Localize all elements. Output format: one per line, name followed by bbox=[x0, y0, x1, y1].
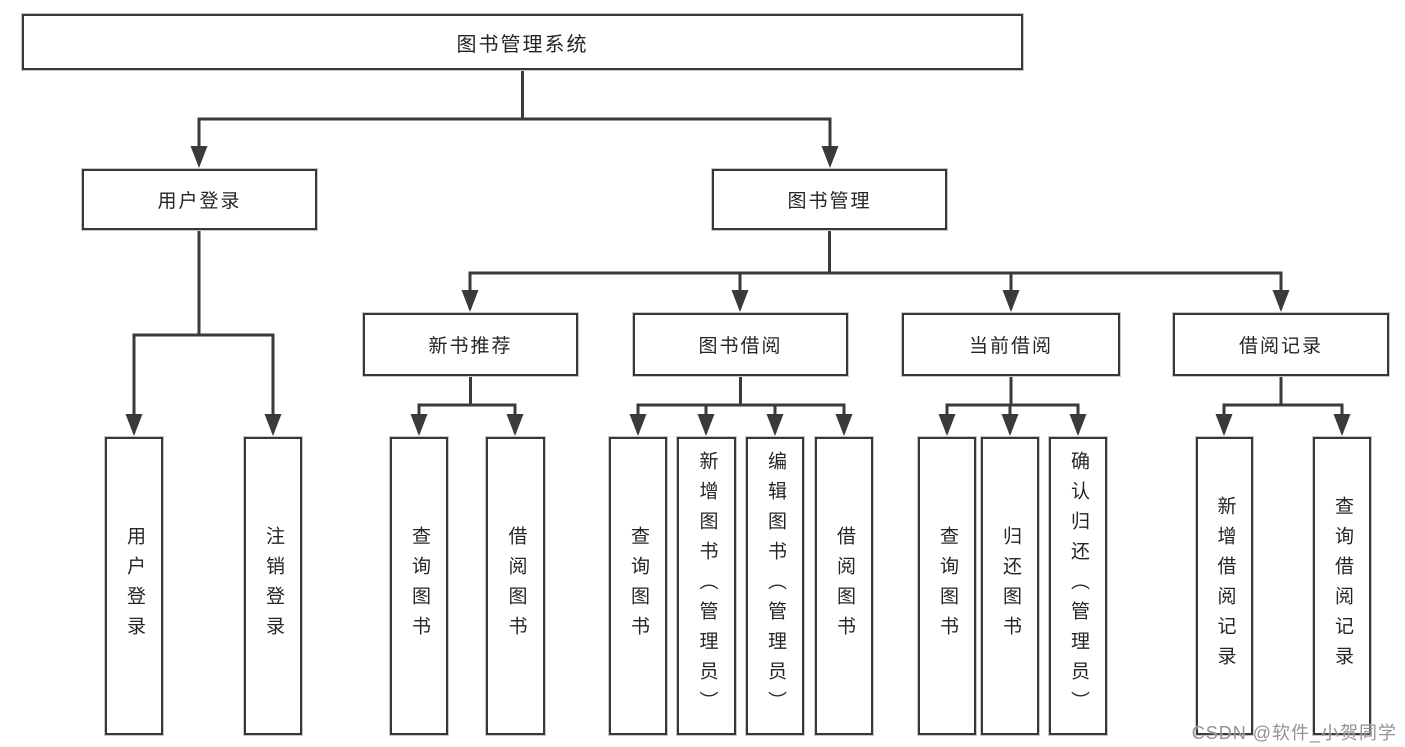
leaf-user-login-label: 用户登录 bbox=[123, 526, 145, 646]
node-book-borrow: 图书借阅 bbox=[633, 313, 848, 376]
leaf-br-add-record: 新增借阅记录 bbox=[1196, 437, 1253, 735]
leaf-nbr-query-books-label: 查询图书 bbox=[408, 526, 430, 646]
node-current-borrow: 当前借阅 bbox=[902, 313, 1120, 376]
leaf-bb-borrow-books-label: 借阅图书 bbox=[833, 526, 855, 646]
leaf-nbr-query-books: 查询图书 bbox=[390, 437, 448, 735]
leaf-br-add-record-label: 新增借阅记录 bbox=[1214, 496, 1236, 676]
leaf-logout: 注销登录 bbox=[244, 437, 302, 735]
edge-level3-branch bbox=[468, 271, 1283, 309]
leaf-br-query-record: 查询借阅记录 bbox=[1313, 437, 1371, 735]
node-library-management-system: 图书管理系统 bbox=[22, 14, 1023, 70]
leaf-cb-query-books-label: 查询图书 bbox=[936, 526, 958, 646]
leaf-bb-add-books-admin-label: 新增图书（管理员） bbox=[696, 451, 718, 721]
leaf-cb-return-books-label: 归还图书 bbox=[999, 526, 1021, 646]
edge-level2-branch bbox=[197, 117, 832, 164]
leaf-logout-label: 注销登录 bbox=[262, 526, 284, 646]
node-book-management: 图书管理 bbox=[712, 169, 947, 230]
leaf-cb-confirm-return-admin-label: 确认归还（管理员） bbox=[1067, 451, 1089, 721]
leaf-bb-add-books-admin: 新增图书（管理员） bbox=[677, 437, 736, 735]
leaf-bb-query-books-label: 查询图书 bbox=[627, 526, 649, 646]
leaf-nbr-borrow-books: 借阅图书 bbox=[486, 437, 545, 735]
leaf-bb-edit-books-admin-label: 编辑图书（管理员） bbox=[764, 451, 786, 721]
edge-userlogin-branch bbox=[132, 333, 275, 433]
csdn-watermark: CSDN @软件_小贺同学 bbox=[1191, 723, 1397, 743]
leaf-bb-edit-books-admin: 编辑图书（管理员） bbox=[746, 437, 804, 735]
leaf-user-login: 用户登录 bbox=[105, 437, 163, 735]
leaf-cb-confirm-return-admin: 确认归还（管理员） bbox=[1049, 437, 1107, 735]
leaf-bb-query-books: 查询图书 bbox=[609, 437, 667, 735]
leaf-nbr-borrow-books-label: 借阅图书 bbox=[505, 526, 527, 646]
node-borrow-records: 借阅记录 bbox=[1173, 313, 1389, 376]
leaf-cb-query-books: 查询图书 bbox=[918, 437, 976, 735]
leaf-cb-return-books: 归还图书 bbox=[981, 437, 1039, 735]
leaf-bb-borrow-books: 借阅图书 bbox=[815, 437, 873, 735]
node-new-book-recommend: 新书推荐 bbox=[363, 313, 578, 376]
node-user-login: 用户登录 bbox=[82, 169, 317, 230]
leaf-br-query-record-label: 查询借阅记录 bbox=[1331, 496, 1353, 676]
